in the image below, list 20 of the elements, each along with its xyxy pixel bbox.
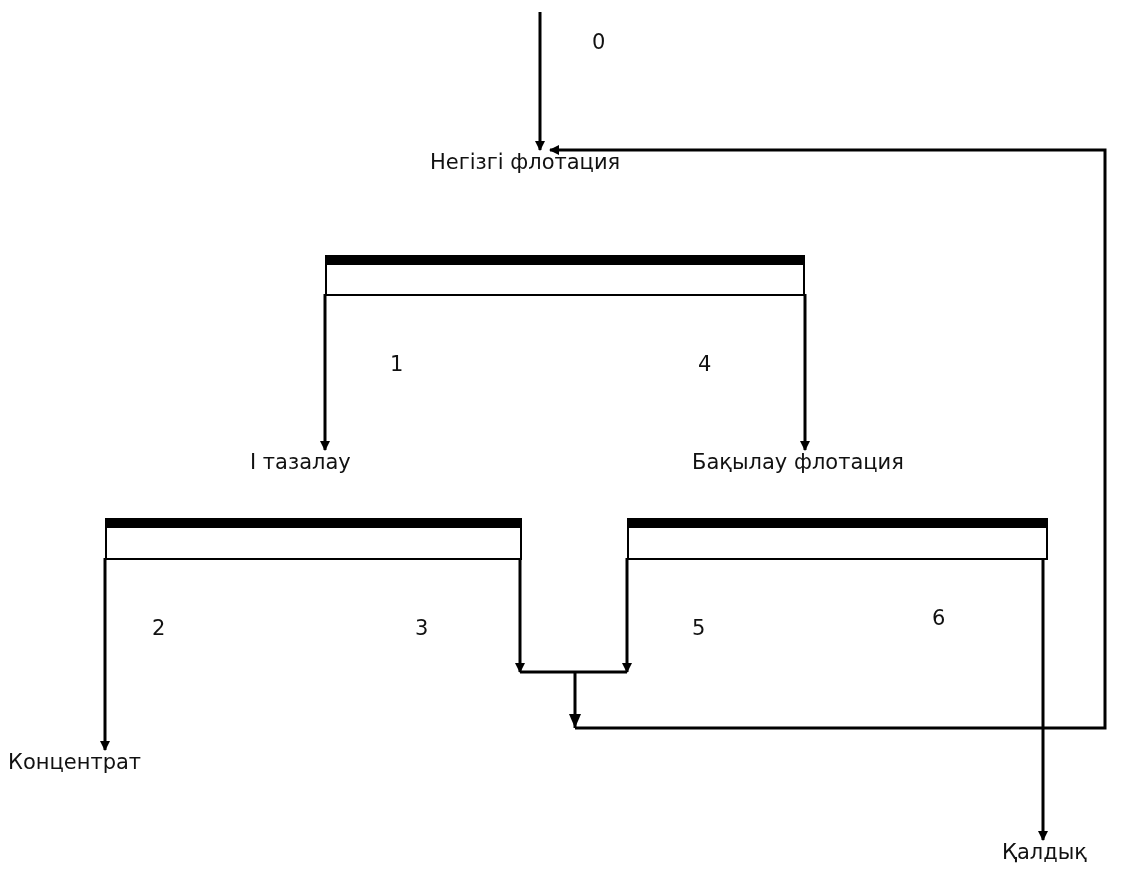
stream-number: 0: [592, 30, 606, 54]
stage-label: І тазалау: [250, 450, 351, 474]
stream-number: 6: [932, 606, 946, 630]
stream-number: 5: [692, 616, 706, 640]
stream-number: 3: [415, 616, 429, 640]
flow-arrow: [800, 294, 810, 451]
stream-number: 2: [152, 616, 166, 640]
stage-label: Бақылау флотация: [692, 450, 904, 474]
stream-number: 4: [698, 352, 712, 376]
flow-arrow: [515, 558, 525, 673]
stage-label: Негізгі флотация: [430, 150, 621, 174]
flow-arrow: [535, 12, 545, 151]
recycle-arrow: [518, 145, 1107, 730]
product-label: Концентрат: [8, 750, 142, 774]
flow-arrow: [1038, 558, 1048, 841]
flow-arrow: [320, 294, 330, 451]
stream-number: 1: [390, 352, 404, 376]
flow-arrow: [100, 558, 110, 751]
flow-arrow: [622, 558, 632, 673]
product-label: Қалдық: [1002, 840, 1087, 864]
